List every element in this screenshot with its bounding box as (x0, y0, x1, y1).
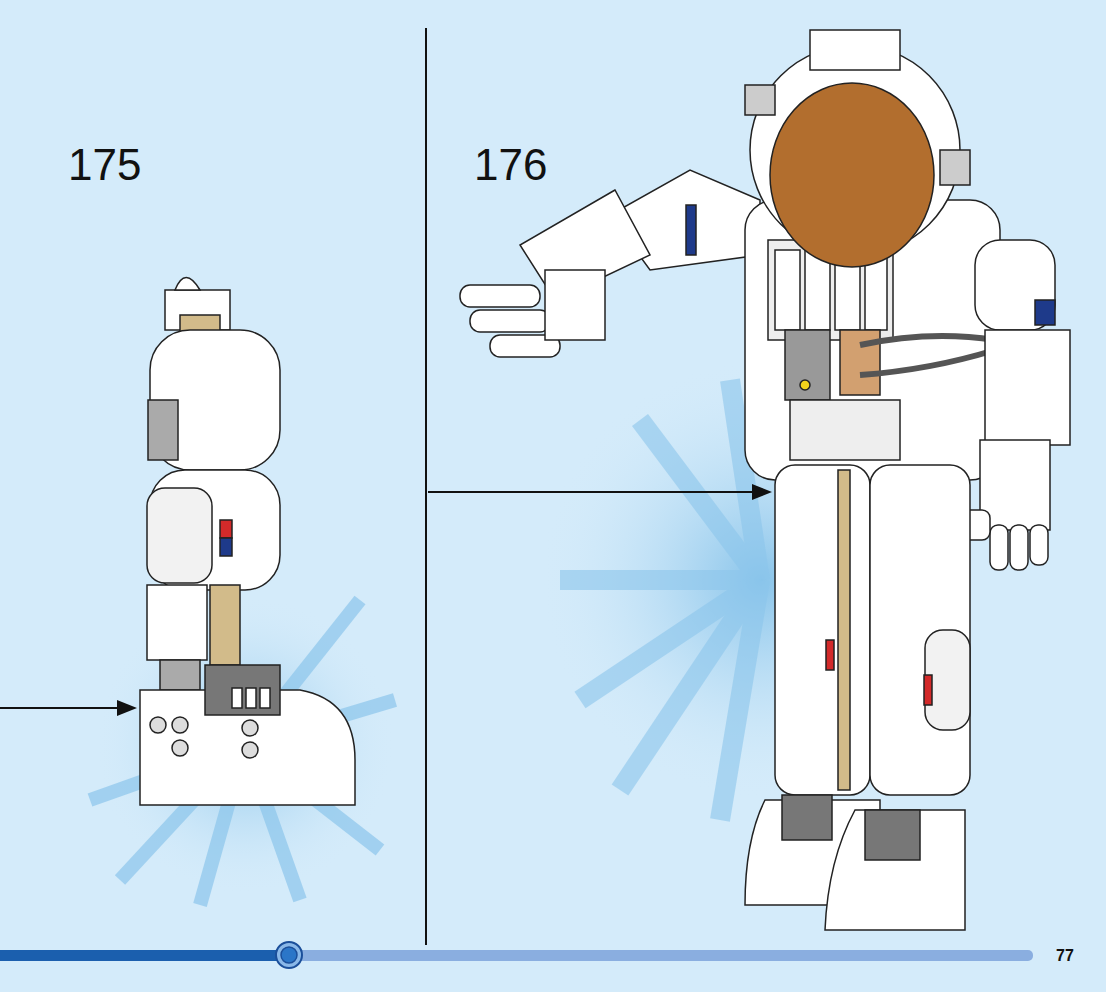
step-divider (425, 28, 427, 945)
step-number: 175 (68, 140, 141, 190)
leg-subassembly (140, 278, 355, 806)
placement-arrow (428, 484, 772, 500)
placement-arrow (0, 700, 137, 716)
page-number: 77 (1056, 947, 1074, 965)
astronaut-model (460, 30, 1070, 930)
step-number: 176 (474, 140, 547, 190)
progress-bar (0, 942, 1033, 968)
